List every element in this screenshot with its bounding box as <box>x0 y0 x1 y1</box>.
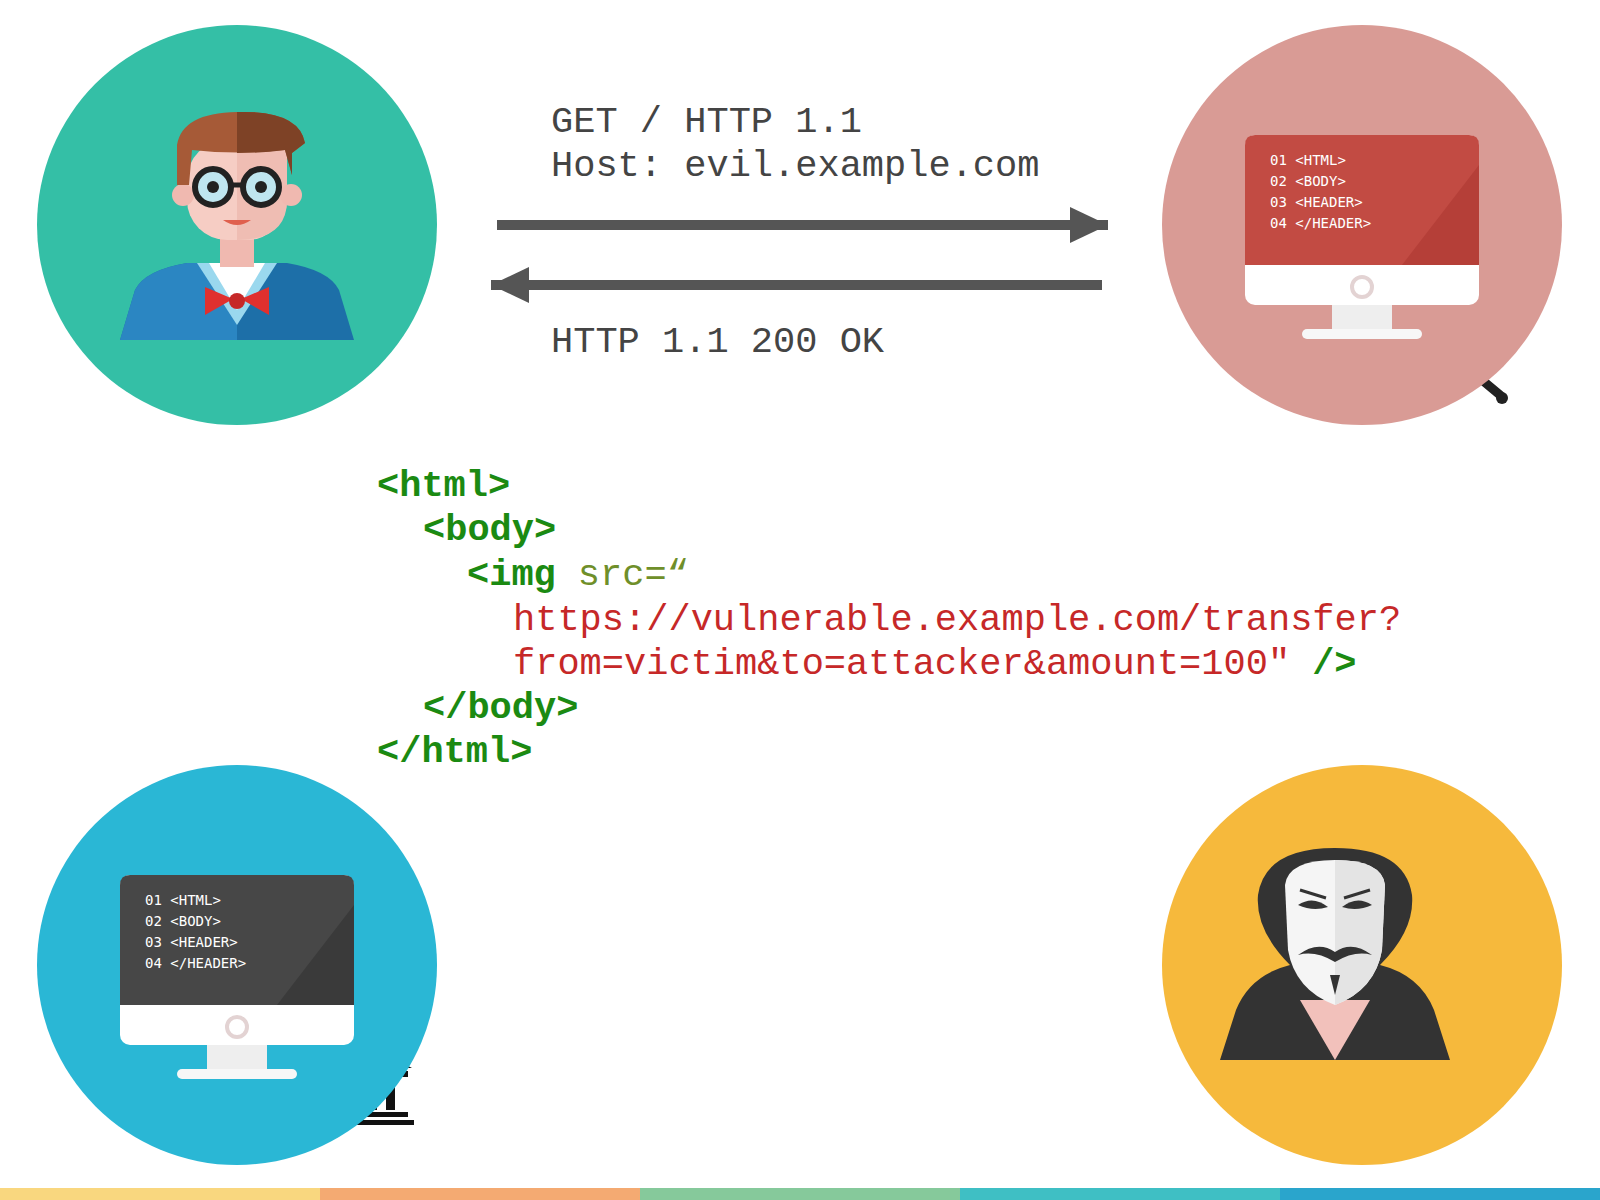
http-message: HTTP 1.1 200 OK <box>551 320 884 364</box>
screen-code-line: 03 <HEADER> <box>145 933 238 951</box>
screen-code-line: 02 <BODY> <box>1270 172 1346 190</box>
monitor-icon <box>120 875 354 1079</box>
screen-code-line: 01 <HTML> <box>1270 151 1346 169</box>
html-tag: /> <box>1312 642 1356 686</box>
screen-code-line: 03 <HEADER> <box>1270 193 1363 211</box>
html-attribute: src=“ <box>578 553 689 597</box>
bottom-bar <box>0 1188 1600 1200</box>
attacker-figure <box>1162 765 1562 1165</box>
http-message: GET / HTTP 1.1 <box>551 100 862 144</box>
html-tag: <img <box>467 553 556 597</box>
circle-node <box>37 25 437 425</box>
html-tag: <html> <box>377 464 510 508</box>
screen-code-line: 04 </HEADER> <box>1270 214 1371 232</box>
http-arrow <box>497 220 1108 230</box>
circle-node: 01 <HTML> 02 <BODY> 03 <HEADER> 04 </HEADER… <box>1162 25 1562 425</box>
monitor-icon <box>1245 135 1479 339</box>
circle-node: 01 <HTML> 02 <BODY> 03 <HEADER> 04 </HEADER… <box>37 765 437 1165</box>
attack-url: from=victim&to=attacker&amount=100" <box>513 642 1290 686</box>
screen-code-line: 01 <HTML> <box>145 891 221 909</box>
html-tag: </body> <box>423 686 578 730</box>
request-header: Host: evil.example.com <box>551 144 1039 188</box>
html-tag: <body> <box>423 508 556 552</box>
screen-code-line: 02 <BODY> <box>145 912 221 930</box>
html-tag: </html> <box>377 730 532 774</box>
user-figure <box>120 112 354 340</box>
node-illustration <box>37 25 437 425</box>
attack-url: https://vulnerable.example.com/transfer? <box>513 598 1401 642</box>
screen-code-line: 04 </HEADER> <box>145 954 246 972</box>
http-arrow <box>491 280 1102 290</box>
